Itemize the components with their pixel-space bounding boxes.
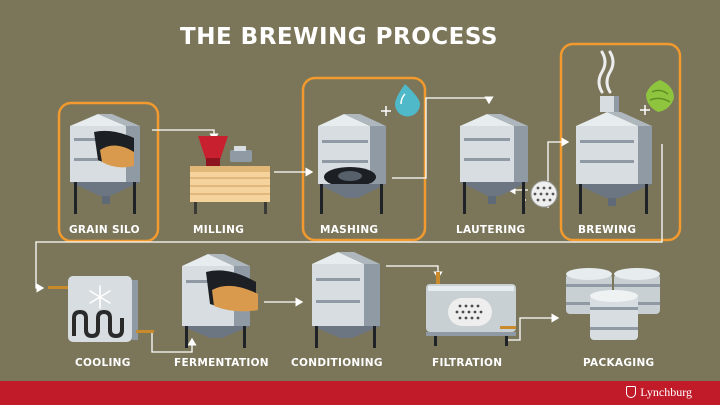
step-label-brewing: BREWING [578,224,636,236]
shield-icon [626,386,636,398]
step-label-fermentation: FERMENTATION [174,357,269,369]
lauter-tun-icon [460,114,528,214]
mash-tun-icon [318,114,386,214]
brand-name: Lynchburg [640,385,692,399]
step-label-packaging: PACKAGING [583,357,654,369]
step-label-conditioning: CONDITIONING [291,357,383,369]
cooler-icon [48,276,154,342]
step-label-cooling: COOLING [75,357,131,369]
footer-bar: Lynchburg [0,381,720,405]
step-label-milling: MILLING [193,224,244,236]
grain-silo-icon [70,114,140,214]
water-drop-icon [395,84,420,117]
conditioning-tank-icon [312,252,380,348]
arrow-conditioning-to-filtration-top [386,266,438,278]
steam-icon [599,52,613,92]
step-label-lautering: LAUTERING [456,224,525,236]
fermenter-icon [182,254,258,348]
page-title: THE BREWING PROCESS [180,24,498,50]
filter-screen-icon [531,181,557,207]
filter-unit-icon [426,272,516,346]
keg-icon [590,290,638,340]
brand-logo: Lynchburg [626,385,692,400]
step-label-mashing: MASHING [320,224,378,236]
step-label-filtration: FILTRATION [432,357,502,369]
mill-icon [190,136,270,214]
plus-icon-brewing [640,105,650,115]
step-label-grain-silo: GRAIN SILO [69,224,140,236]
plus-icon-mashing [381,106,391,116]
brew-kettle-icon [576,96,652,214]
hop-icon [646,80,674,112]
